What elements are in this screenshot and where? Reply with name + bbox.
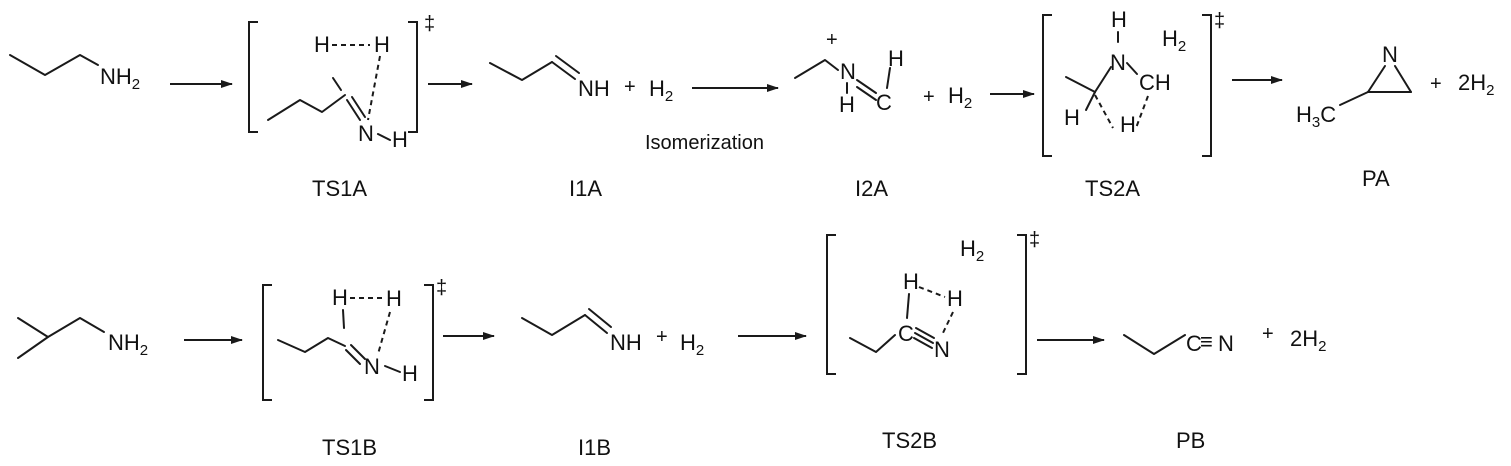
isomerization-label: Isomerization <box>645 132 764 154</box>
intermediate-i1b: NH <box>521 308 642 355</box>
svg-text:H: H <box>332 285 348 310</box>
svg-text:N: N <box>1382 42 1398 67</box>
svg-text:2H2: 2H2 <box>1290 326 1326 355</box>
label-ts2b: TS2B <box>882 428 937 453</box>
svg-text:NH2: NH2 <box>108 330 148 359</box>
svg-text:NH: NH <box>610 330 642 355</box>
svg-text:+: + <box>1262 323 1274 345</box>
svg-text:N: N <box>934 337 950 362</box>
svg-text:C: C <box>876 90 892 115</box>
label-ts1a: TS1A <box>312 176 367 201</box>
label-pb: PB <box>1176 428 1205 453</box>
svg-text:H2: H2 <box>1162 26 1186 55</box>
transition-state-ts2b: H2 C H H N ‡ <box>826 229 1040 375</box>
intermediate-i2a: + N H C H <box>794 29 904 117</box>
transition-state-ts2a: H N H CH H H2 ‡ <box>1042 7 1225 157</box>
label-i1a: I1A <box>569 176 602 201</box>
transition-state-ts1a: H H N H ‡ <box>248 13 435 152</box>
svg-text:C: C <box>1186 331 1202 356</box>
left-bracket <box>1042 14 1052 157</box>
right-bracket <box>1202 14 1212 157</box>
svg-text:H: H <box>314 32 330 57</box>
pathway-a: NH2 H H N H ‡ TS1A NH + <box>9 7 1494 201</box>
svg-text:C: C <box>898 321 914 346</box>
product-pb: C ≡ N <box>1123 329 1234 356</box>
svg-text:N: N <box>840 59 856 84</box>
svg-text:‡: ‡ <box>436 277 447 299</box>
right-bracket <box>408 21 418 133</box>
product-pa: H3C N <box>1296 42 1412 131</box>
svg-text:H3C: H3C <box>1296 102 1336 131</box>
svg-text:H: H <box>402 361 418 386</box>
svg-text:+: + <box>923 86 935 108</box>
svg-text:H2: H2 <box>960 236 984 265</box>
transition-state-ts1b: H H N H ‡ <box>262 277 447 401</box>
svg-text:+: + <box>1430 73 1442 95</box>
label-i1b: I1B <box>578 435 611 460</box>
svg-text:2H2: 2H2 <box>1458 70 1494 99</box>
svg-text:CH: CH <box>1139 70 1171 95</box>
intermediate-i1a: NH <box>489 55 610 101</box>
right-bracket <box>1017 234 1027 375</box>
reactant-isobutylamine: NH2 <box>17 317 148 359</box>
left-bracket <box>262 284 272 401</box>
svg-text:H: H <box>839 92 855 117</box>
svg-text:H: H <box>1064 105 1080 130</box>
left-bracket <box>826 234 836 375</box>
right-bracket <box>424 284 434 401</box>
label-pa: PA <box>1362 166 1390 191</box>
svg-text:H2: H2 <box>649 76 673 105</box>
label-ts2a: TS2A <box>1085 176 1140 201</box>
svg-text:H: H <box>947 286 963 311</box>
svg-text:N: N <box>1110 50 1126 75</box>
svg-text:H: H <box>1111 7 1127 32</box>
svg-text:N: N <box>1218 331 1234 356</box>
svg-text:H: H <box>374 32 390 57</box>
svg-text:H: H <box>392 127 408 152</box>
svg-text:H: H <box>888 46 904 71</box>
svg-text:+: + <box>624 76 636 98</box>
svg-text:H: H <box>1120 112 1136 137</box>
svg-text:NH: NH <box>578 76 610 101</box>
label-ts1b: TS1B <box>322 435 377 460</box>
svg-text:N: N <box>364 354 380 379</box>
left-bracket <box>248 21 258 133</box>
svg-text:≡: ≡ <box>1200 329 1213 354</box>
svg-text:NH2: NH2 <box>100 64 140 93</box>
svg-text:‡: ‡ <box>424 13 435 35</box>
svg-text:+: + <box>656 326 668 348</box>
label-i2a: I2A <box>855 176 888 201</box>
svg-text:H: H <box>386 286 402 311</box>
svg-text:‡: ‡ <box>1029 229 1040 251</box>
svg-text:H: H <box>903 269 919 294</box>
svg-text:+: + <box>826 29 838 51</box>
svg-text:H2: H2 <box>948 83 972 112</box>
svg-text:N: N <box>358 121 374 146</box>
reactant-propylamine: NH2 <box>9 54 140 93</box>
svg-text:‡: ‡ <box>1214 10 1225 32</box>
svg-text:H2: H2 <box>680 330 704 359</box>
pathway-b: NH2 H H N H ‡ TS1B NH + <box>17 229 1326 460</box>
